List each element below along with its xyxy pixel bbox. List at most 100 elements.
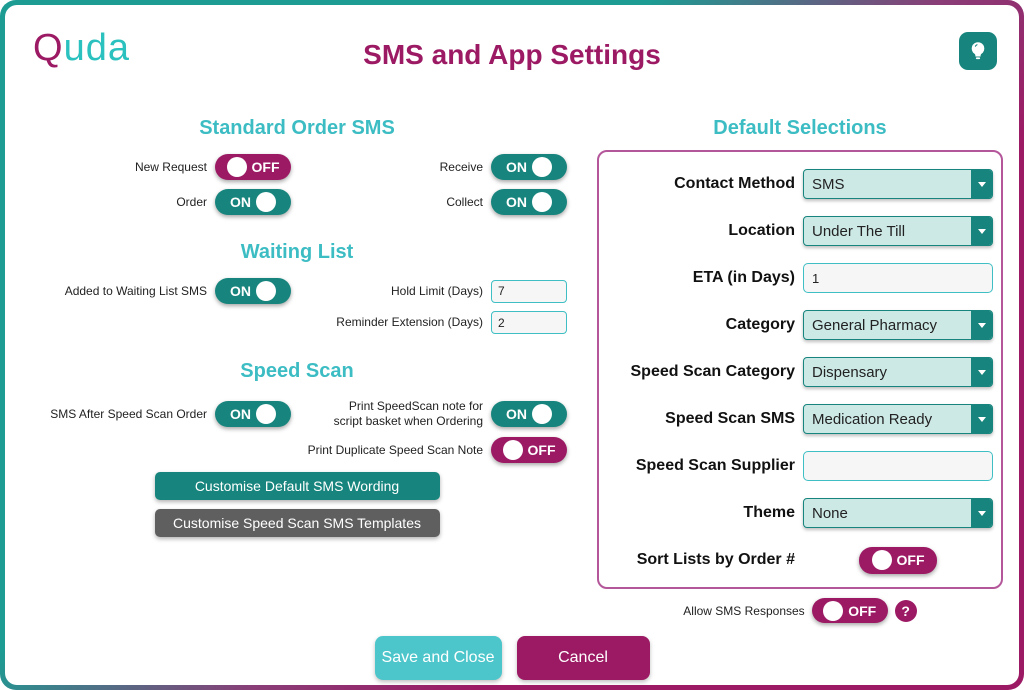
dialog: SMS and App Settings Quda Standard Order… — [5, 5, 1019, 685]
toggle-state-label: OFF — [848, 602, 877, 619]
input-row: Reminder Extension (Days) — [21, 311, 573, 334]
allow-sms-responses-row: Allow SMS Responses OFF ? — [597, 598, 1003, 623]
toggle-row: Added to Waiting List SMS ON Hold Limit … — [21, 278, 573, 304]
theme-dropdown[interactable]: None — [803, 498, 993, 528]
standard-order-sms-heading: Standard Order SMS — [199, 117, 395, 139]
waiting-list-heading: Waiting List — [240, 241, 354, 263]
default-selections-column: Default Selections Contact Method SMS Lo… — [597, 117, 1003, 623]
toggle-knob — [226, 157, 247, 177]
order-label: Order — [176, 194, 207, 209]
toggle-state-label: ON — [506, 159, 527, 175]
speed-scan-category-dropdown[interactable]: Dispensary — [803, 357, 993, 387]
toggle-knob — [256, 192, 276, 212]
customise-default-sms-wording-button[interactable]: Customise Default SMS Wording — [154, 472, 440, 500]
toggle-knob — [502, 440, 523, 460]
print-duplicate-note-toggle[interactable]: OFF — [491, 437, 567, 463]
toggle-knob — [256, 404, 276, 424]
print-duplicate-note-label: Print Duplicate Speed Scan Note — [307, 442, 483, 457]
chevron-down-icon — [971, 311, 992, 339]
print-speedscan-note-label: Print SpeedScan note for script basket w… — [333, 399, 483, 428]
speed-scan-sms-dropdown[interactable]: Medication Ready — [803, 404, 993, 434]
save-and-close-button[interactable]: Save and Close — [374, 636, 502, 680]
collect-toggle[interactable]: ON — [491, 189, 567, 215]
toggle-state-label: ON — [230, 194, 251, 210]
toggle-state-label: ON — [506, 406, 527, 422]
field-row: Contact Method SMS — [611, 169, 993, 199]
app-logo: Quda — [33, 27, 130, 70]
toggle-state-label: ON — [230, 406, 251, 422]
dropdown-value: Medication Ready — [812, 410, 933, 428]
page-title: SMS and App Settings — [363, 39, 661, 70]
location-label: Location — [728, 222, 795, 239]
sort-lists-toggle[interactable]: OFF — [859, 546, 937, 574]
new-request-label: New Request — [134, 159, 207, 174]
dropdown-value: Dispensary — [812, 363, 888, 381]
added-to-waiting-list-label: Added to Waiting List SMS — [64, 283, 207, 298]
field-row: Theme None — [611, 498, 993, 528]
default-selections-heading: Default Selections — [713, 117, 887, 139]
toggle-knob — [532, 404, 552, 424]
speed-scan-sms-label: Speed Scan SMS — [665, 410, 795, 427]
eta-input[interactable] — [803, 263, 993, 293]
field-row: ETA (in Days) — [611, 263, 993, 293]
toggle-knob — [871, 550, 892, 570]
logo-letters-uda: uda — [63, 27, 130, 69]
field-row: Speed Scan Supplier — [611, 451, 993, 481]
toggle-row: SMS After Speed Scan Order ON Print Spee… — [21, 399, 573, 429]
category-dropdown[interactable]: General Pharmacy — [803, 310, 993, 340]
field-row: Category General Pharmacy — [611, 310, 993, 340]
field-row: Location Under The Till — [611, 216, 993, 246]
dropdown-value: General Pharmacy — [812, 316, 938, 334]
default-selections-box: Contact Method SMS Location Under The Ti… — [597, 150, 1003, 589]
toggle-row: Order ON Collect ON — [21, 189, 573, 215]
theme-label: Theme — [743, 504, 795, 521]
toggle-state-label: ON — [506, 194, 527, 210]
dropdown-value: SMS — [812, 175, 845, 193]
allow-sms-responses-toggle[interactable]: OFF — [811, 598, 888, 623]
cancel-button[interactable]: Cancel — [516, 636, 650, 680]
added-to-waiting-list-toggle[interactable]: ON — [215, 278, 291, 304]
toggle-state-label: OFF — [527, 442, 556, 458]
toggle-state-label: ON — [230, 283, 251, 299]
chevron-down-icon — [971, 499, 992, 527]
speed-scan-supplier-input[interactable] — [803, 451, 993, 481]
receive-toggle[interactable]: ON — [491, 154, 567, 180]
contact-method-label: Contact Method — [674, 175, 795, 192]
contact-method-dropdown[interactable]: SMS — [803, 169, 993, 199]
dropdown-value: None — [812, 504, 848, 522]
lightbulb-icon — [966, 39, 990, 63]
sms-after-speed-scan-toggle[interactable]: ON — [215, 401, 291, 427]
location-dropdown[interactable]: Under The Till — [803, 216, 993, 246]
new-request-toggle[interactable]: OFF — [215, 154, 291, 180]
order-toggle[interactable]: ON — [215, 189, 291, 215]
reminder-extension-input[interactable] — [491, 311, 567, 334]
toggle-knob — [256, 281, 276, 301]
chevron-down-icon — [971, 358, 992, 386]
toggle-knob — [532, 192, 552, 212]
reminder-extension-label: Reminder Extension (Days) — [336, 315, 483, 329]
category-label: Category — [725, 316, 795, 333]
speed-scan-category-label: Speed Scan Category — [630, 363, 796, 380]
speed-scan-heading: Speed Scan — [240, 360, 354, 382]
tips-button[interactable] — [959, 32, 997, 70]
toggle-knob — [823, 600, 844, 621]
toggle-row: New Request OFF Receive ON — [21, 154, 573, 180]
footer-actions: Save and Close Cancel — [5, 636, 1019, 680]
chevron-down-icon — [971, 405, 992, 433]
speed-scan-supplier-label: Speed Scan Supplier — [635, 457, 795, 474]
hold-limit-label: Hold Limit (Days) — [390, 283, 483, 298]
field-row: Speed Scan SMS Medication Ready — [611, 404, 993, 434]
sms-after-speed-scan-label: SMS After Speed Scan Order — [50, 406, 207, 421]
print-speedscan-note-toggle[interactable]: ON — [491, 401, 567, 427]
receive-label: Receive — [439, 159, 483, 174]
logo-letter-q: Q — [33, 27, 64, 69]
left-settings-column: Standard Order SMS New Request OFF Recei… — [21, 117, 573, 537]
eta-label: ETA (in Days) — [692, 269, 795, 286]
help-icon[interactable]: ? — [894, 599, 917, 622]
field-row: Speed Scan Category Dispensary — [611, 357, 993, 387]
hold-limit-input[interactable] — [491, 279, 567, 303]
field-row: Sort Lists by Order # OFF — [611, 545, 993, 575]
customise-speed-scan-templates-button[interactable]: Customise Speed Scan SMS Templates — [154, 509, 440, 537]
toggle-state-label: OFF — [251, 159, 280, 175]
